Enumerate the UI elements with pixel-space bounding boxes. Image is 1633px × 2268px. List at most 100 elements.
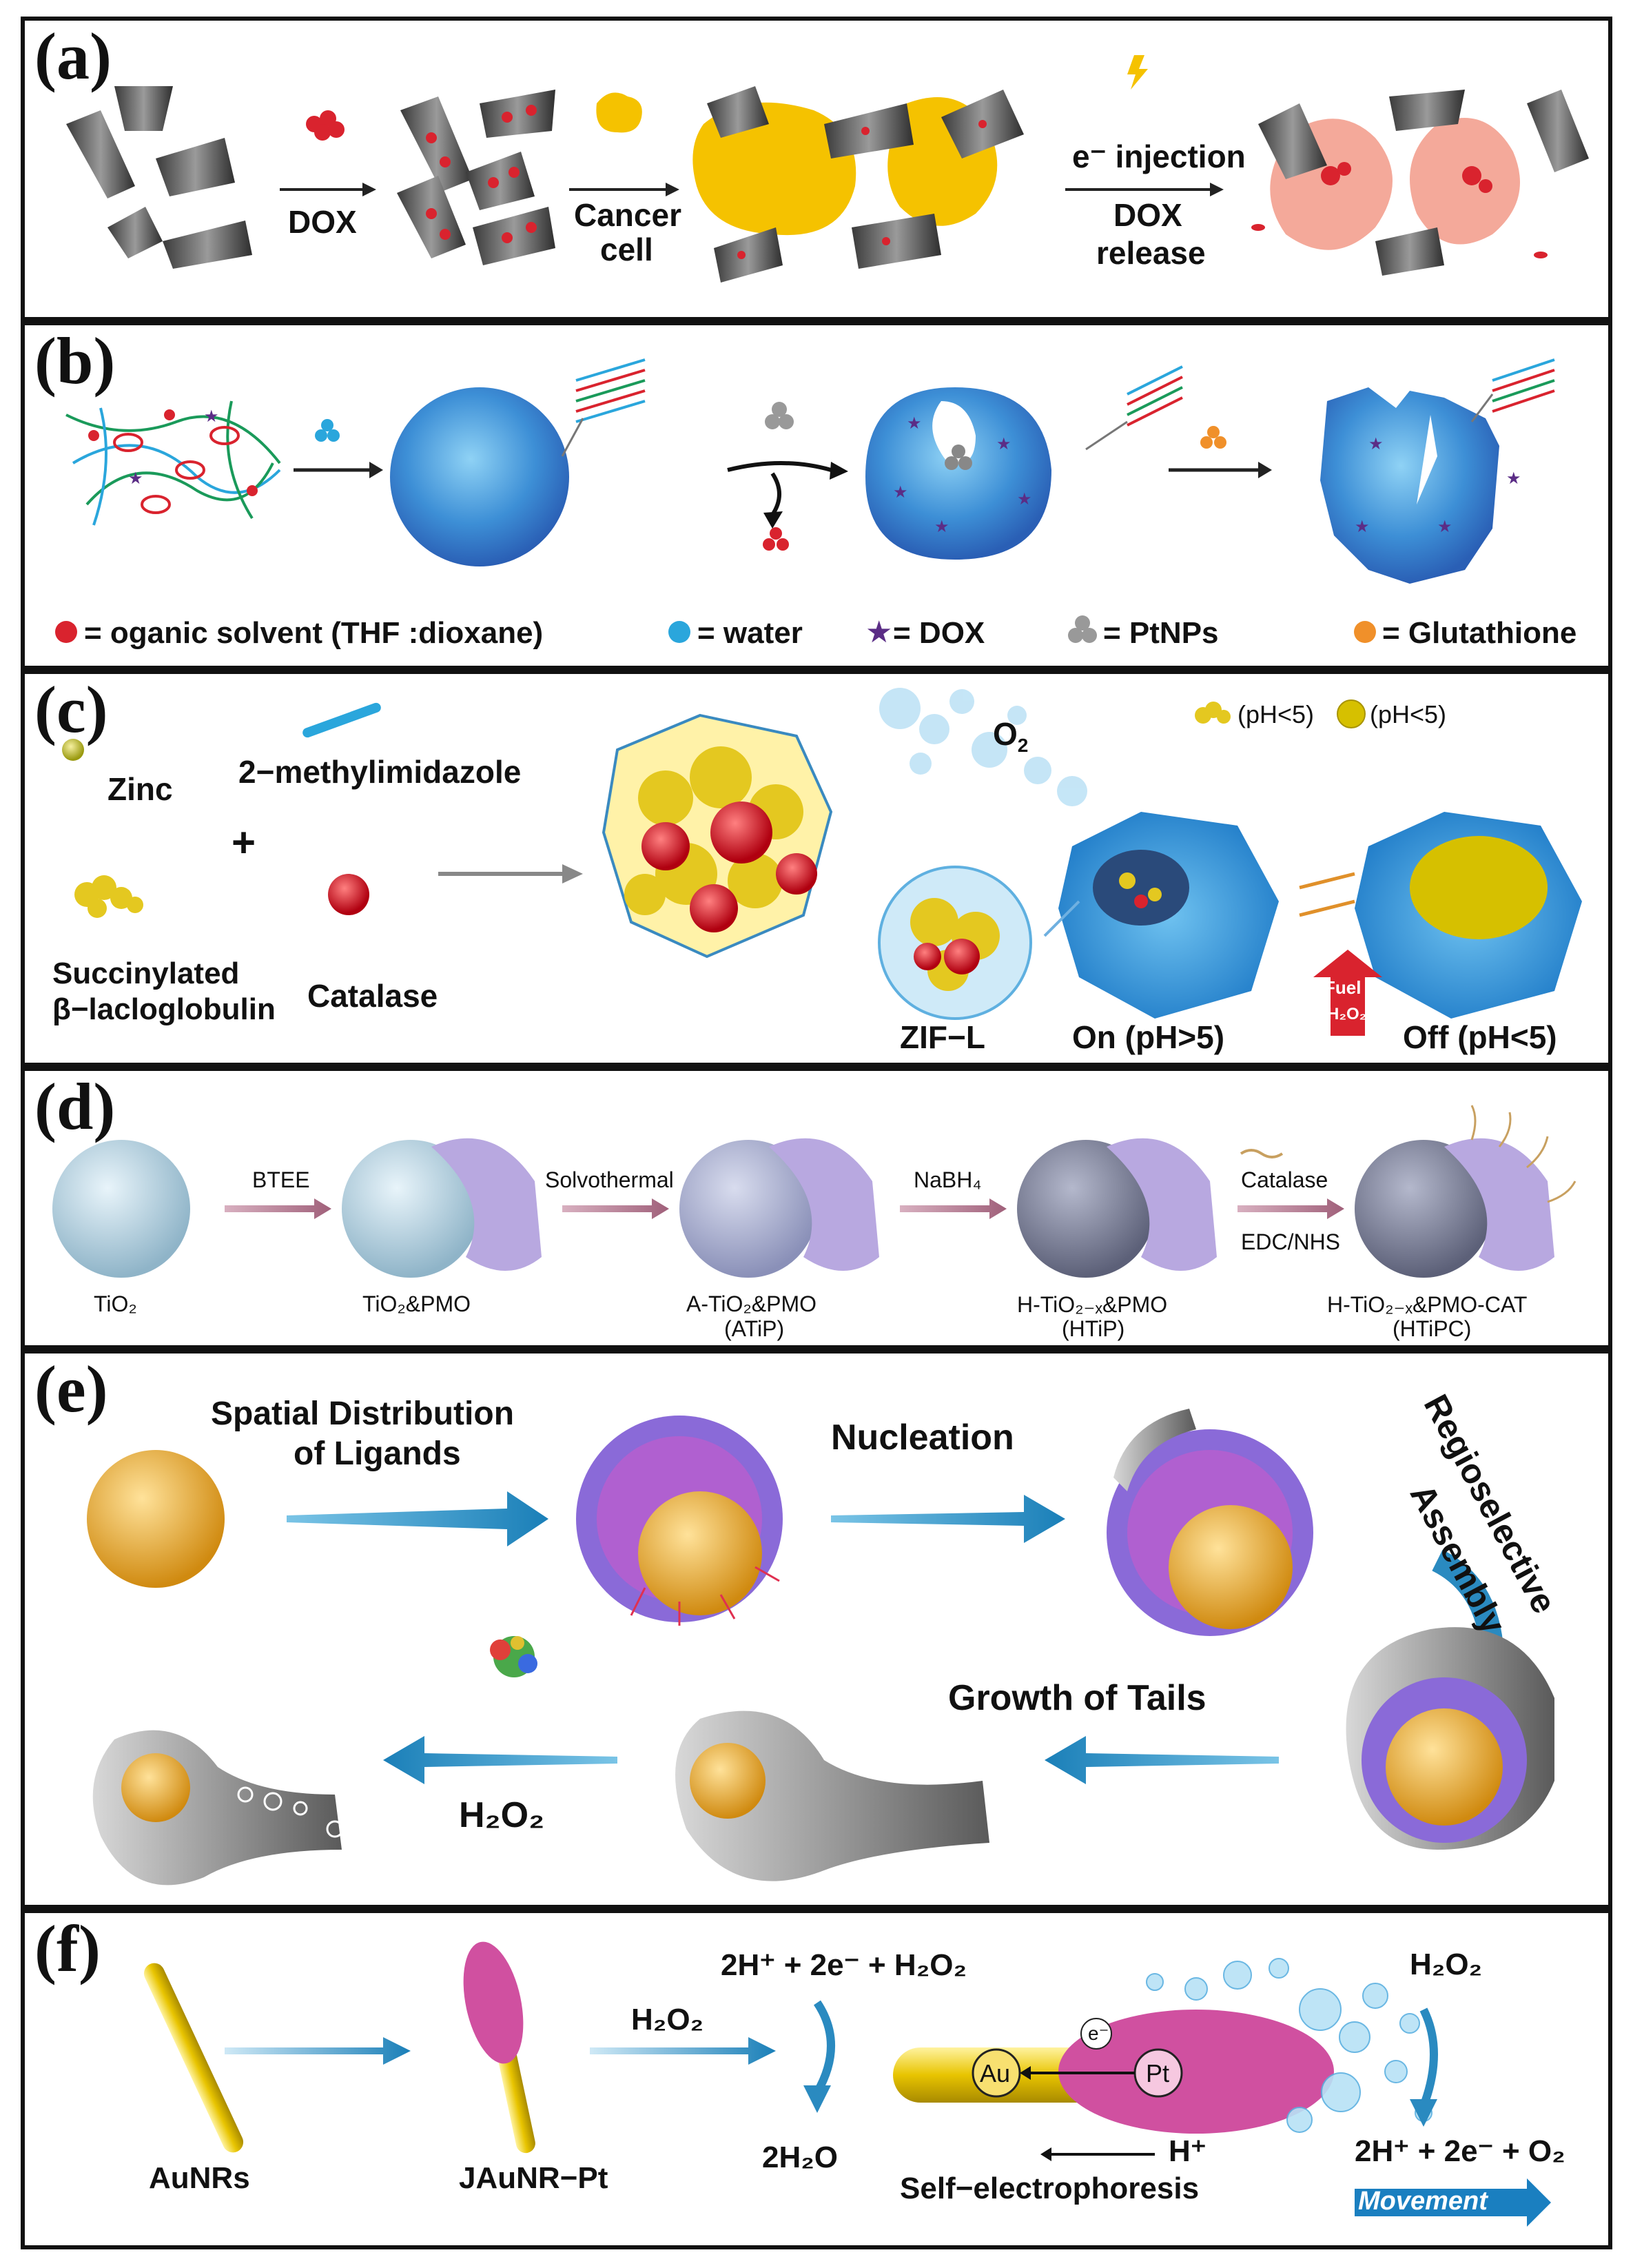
e-injection-label: e⁻ injection — [1072, 139, 1246, 174]
legend-marker-ptnps — [1068, 615, 1097, 643]
cancer-cell-icon — [596, 92, 642, 133]
legend-ptnps: = PtNPs — [1103, 616, 1219, 650]
zinc-label: Zinc — [107, 771, 173, 807]
cancer-cell-label-1: Cancer — [574, 197, 681, 233]
bilayer-inset-2 — [1085, 365, 1183, 451]
atip-sphere — [679, 1140, 817, 1278]
arrow-nabh4 — [900, 1198, 1007, 1219]
growth-label: Growth of Tails — [948, 1678, 1206, 1718]
tio2-pmo-sphere — [342, 1140, 480, 1278]
legend-marker-dox: ★ — [865, 615, 892, 649]
catalase-icon — [328, 874, 369, 915]
tio2-sphere — [52, 1140, 190, 1278]
svg-text:★: ★ — [996, 435, 1011, 453]
panel-label: (d) — [34, 1070, 116, 1143]
ligand-coated-particle — [576, 1416, 783, 1626]
panel-a: (a) — [21, 17, 1612, 321]
catalase-step-label: Catalase — [1241, 1167, 1328, 1192]
zinc-icon — [62, 739, 84, 761]
tailed-particle — [675, 1710, 989, 1881]
svg-text:★: ★ — [934, 518, 949, 536]
fuel-label: Fuel — [1324, 977, 1362, 998]
tio2-label: TiO₂ — [94, 1291, 137, 1316]
htip-sphere — [1017, 1140, 1155, 1278]
legend-marker-water — [668, 621, 690, 643]
on-state-label: On (pH>5) — [1072, 1019, 1225, 1055]
panel-label: (c) — [34, 673, 108, 746]
panel-c-illustration — [62, 688, 1582, 1036]
platinum-brush — [1058, 2010, 1334, 2134]
panel-d-illustration — [52, 1105, 1576, 1278]
succinylated-label-1: Succinylated — [52, 957, 240, 990]
dox-label: DOX — [288, 204, 357, 240]
water-icon — [315, 419, 340, 442]
nanocone-group-empty — [66, 86, 252, 269]
panel-b: (b) — [21, 321, 1612, 670]
micelle-sphere — [390, 387, 569, 566]
dox-release-label-1: DOX — [1113, 197, 1182, 233]
self-electrophoresis-label: Self−electrophoresis — [900, 2172, 1200, 2205]
ph-label-1: (pH<5) — [1237, 700, 1315, 728]
ruptured-vesicle — [1320, 387, 1499, 584]
cancer-cell-label-2: cell — [600, 232, 653, 267]
methylimidazole-label: 2−methylimidazole — [238, 754, 522, 790]
oxygen-bubbles — [879, 688, 1087, 806]
svg-text:★: ★ — [1368, 435, 1384, 453]
nucleated-particle — [1107, 1409, 1313, 1636]
svg-text:★: ★ — [128, 469, 143, 488]
succinylated-label-2: β−lacloglobulin — [52, 992, 276, 1026]
bilayer-inset — [561, 358, 646, 457]
nabh4-label: NaBH₄ — [914, 1167, 982, 1192]
htipc-label-1: H-TiO₂₋ₓ&PMO-CAT — [1327, 1292, 1528, 1317]
bilayer-inset-3 — [1470, 358, 1555, 422]
legend-marker-glutathione — [1354, 621, 1376, 643]
arrow-catalase — [1237, 1198, 1344, 1219]
off-state-label: Off (pH<5) — [1403, 1019, 1557, 1055]
panel-label: (e) — [34, 1352, 108, 1426]
catalase-label: Catalase — [307, 978, 438, 1014]
gold-nanorod — [143, 1963, 244, 2153]
solvothermal-label: Solvothermal — [545, 1167, 674, 1192]
legend-water: = water — [697, 616, 803, 650]
janus-nanorod — [463, 1941, 535, 2154]
aunrs-label: AuNRs — [149, 2161, 250, 2195]
fuel-arrow — [1313, 950, 1382, 1036]
tio2-pmo-label: TiO₂&PMO — [362, 1291, 471, 1316]
panel-d: (d) BTEE Solvothermal NaBH₄ Catalase EDC… — [21, 1067, 1612, 1349]
arrow-h2o2 — [590, 2037, 776, 2065]
panel-e: (e) — [21, 1349, 1612, 1909]
panel-e-illustration — [87, 1409, 1554, 1886]
btee-label: BTEE — [252, 1167, 310, 1192]
htip-label-2: (HTiP) — [1062, 1316, 1125, 1341]
svg-text:★: ★ — [1437, 518, 1452, 536]
panel-f: (f) 2H⁺ + 2e⁻ + — [21, 1909, 1612, 2249]
htipc-sphere — [1355, 1140, 1492, 1278]
polymer-network — [65, 400, 281, 526]
h2o2-right-label: H₂O₂ — [1410, 1948, 1483, 1981]
arrow-btee — [225, 1198, 331, 1219]
enzyme-icon — [490, 1636, 537, 1677]
methylimidazole-icon — [302, 702, 381, 738]
dox-release-label-2: release — [1096, 235, 1206, 271]
htipc-label-2: (HTiPC) — [1393, 1316, 1472, 1341]
nucleation-label: Nucleation — [831, 1418, 1014, 1458]
panel-c: (c) — [21, 670, 1612, 1067]
htip-label-1: H-TiO₂₋ₓ&PMO — [1017, 1292, 1168, 1317]
legend-solvent: = oganic solvent (THF :dioxane) — [84, 616, 544, 650]
electron-label: e⁻ — [1088, 2023, 1109, 2044]
svg-text:★: ★ — [907, 414, 922, 433]
svg-text:★: ★ — [1506, 469, 1521, 488]
atip-label-2: (ATiP) — [724, 1316, 785, 1341]
eq-right: 2H⁺ + 2e⁻ + O₂ — [1355, 2134, 1565, 2168]
panel-a-illustration — [66, 55, 1589, 283]
svg-text:★: ★ — [893, 483, 908, 502]
h2o2-label: H₂O₂ — [459, 1795, 545, 1835]
panel-label: (b) — [34, 324, 116, 398]
gold-nanoparticle — [87, 1450, 225, 1588]
spatial-label-2: of Ligands — [294, 1436, 461, 1472]
o2-label: O2 — [993, 716, 1029, 757]
dox-molecule-icon — [306, 110, 345, 141]
arrow-nucleation — [831, 1495, 1065, 1543]
fuel-h2o2-label: H₂O₂ — [1327, 1005, 1367, 1023]
jaunr-label: JAuNR−Pt — [459, 2161, 608, 2195]
